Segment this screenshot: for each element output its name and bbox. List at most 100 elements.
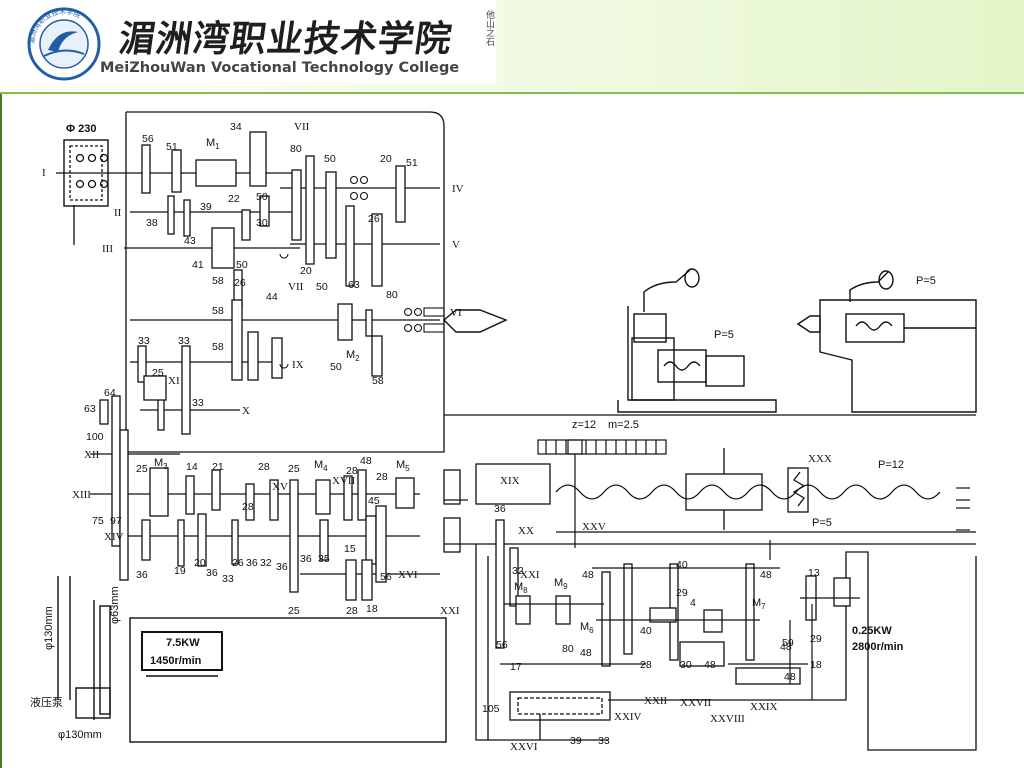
gear-33c bbox=[181, 345, 191, 435]
label-shaft-IV: IV bbox=[452, 183, 464, 195]
clutch-m5-body bbox=[395, 477, 415, 509]
gear-number: 30 bbox=[256, 217, 268, 229]
label-fast-motor-power: 0.25KW bbox=[852, 625, 892, 637]
gear-38 bbox=[167, 195, 175, 235]
gear-number: 28 bbox=[640, 659, 652, 671]
gear-20c bbox=[197, 513, 207, 567]
gear-number: 25 bbox=[288, 463, 300, 475]
clutch-m3-body bbox=[149, 467, 169, 517]
gear-number: 51 bbox=[166, 141, 178, 153]
label-shaft-XVI: XVI bbox=[398, 569, 418, 581]
gear-number: 48 bbox=[784, 671, 796, 683]
gear-28e bbox=[345, 559, 357, 601]
gear-number: 105 bbox=[482, 703, 500, 715]
gear-number: 25 bbox=[136, 463, 148, 475]
gear-number: 48 bbox=[580, 647, 592, 659]
gear-35 bbox=[319, 519, 329, 561]
gear-80 bbox=[291, 169, 302, 241]
gear-number: 56 bbox=[496, 639, 508, 651]
label-shaft-XV: XV bbox=[272, 481, 288, 493]
gear-number: 80 bbox=[290, 143, 302, 155]
headstock-gears bbox=[99, 131, 406, 547]
gear-number: 39 bbox=[200, 201, 212, 213]
label-clutch-m6: M6 bbox=[580, 621, 594, 635]
gear-number: 20 bbox=[194, 557, 206, 569]
label-hydraulic-pump: 液压泵 bbox=[30, 695, 63, 709]
gear-33a bbox=[137, 345, 147, 383]
gear-18 bbox=[361, 559, 373, 601]
label-shaft-XXVIII: XXVIII bbox=[710, 713, 745, 725]
gear-number: 63 bbox=[84, 403, 96, 415]
label-clutch-m3: M3 bbox=[154, 457, 168, 471]
label-clutch-m9: M9 bbox=[554, 577, 568, 591]
gear-number: 32 bbox=[260, 557, 272, 569]
gear-number: 36 bbox=[300, 553, 312, 565]
gear-56 bbox=[141, 144, 151, 194]
feed-box bbox=[444, 414, 976, 545]
label-shaft-XIII: XIII bbox=[72, 489, 91, 501]
gear-number: 26 bbox=[234, 277, 246, 289]
label-shaft-XXIV: XXIV bbox=[614, 711, 642, 723]
gear-number: 33 bbox=[192, 397, 204, 409]
apron-shafts bbox=[500, 540, 860, 700]
gear-56b bbox=[375, 505, 387, 583]
label-main-motor-speed: 1450r/min bbox=[150, 655, 202, 667]
gear-50 bbox=[325, 171, 337, 259]
gear-58d bbox=[365, 309, 373, 337]
tool-post-left bbox=[617, 268, 777, 413]
gear-number: 100 bbox=[86, 431, 104, 443]
label-clutch-m1: M1 bbox=[206, 137, 220, 151]
gear-number: 25 bbox=[152, 367, 164, 379]
gear-30 bbox=[259, 195, 270, 227]
gear-number: 40 bbox=[640, 625, 652, 637]
label-pulley-diameter: Φ 230 bbox=[66, 123, 96, 135]
tool-post-right bbox=[796, 270, 977, 413]
header-banner: 湄洲湾职业技术学院 湄洲湾职业技术学院 MeiZhouWan Vocationa… bbox=[0, 0, 1024, 94]
gear-36a bbox=[141, 519, 151, 561]
gear-number: 35 bbox=[318, 553, 330, 565]
gear-43 bbox=[183, 199, 191, 237]
label-rack-module: m=2.5 bbox=[608, 419, 639, 431]
gear-51 bbox=[171, 149, 182, 193]
gear-number: 40 bbox=[676, 559, 688, 571]
gear-number: 50 bbox=[236, 259, 248, 271]
gear-number: 33 bbox=[222, 573, 234, 585]
label-clutch-m8: M8 bbox=[514, 581, 528, 595]
gear-number: 32 bbox=[512, 565, 524, 577]
label-shaft-X: X bbox=[242, 405, 250, 417]
label-shaft-XXVI: XXVI bbox=[510, 741, 538, 753]
gear-number: 20 bbox=[300, 265, 312, 277]
gear-58a bbox=[231, 299, 243, 381]
gear-number: 30 bbox=[680, 659, 692, 671]
gear-number: 75 bbox=[92, 515, 104, 527]
gear-80b bbox=[371, 213, 383, 287]
label-dia-130-top: φ130mm bbox=[43, 606, 55, 650]
label-clutch-m5: M5 bbox=[396, 459, 410, 473]
gear-number: 13 bbox=[808, 567, 820, 579]
vertical-note: 他山之石 bbox=[484, 10, 494, 46]
gear-number: 34 bbox=[230, 121, 242, 133]
label-shaft-XXI-b: XXI bbox=[520, 569, 540, 581]
college-name-chinese: 湄洲湾职业技术学院 bbox=[116, 18, 456, 60]
label-clutch-m2: M2 bbox=[346, 349, 360, 363]
gear-58e bbox=[371, 335, 383, 377]
label-shaft-XXV: XXV bbox=[582, 521, 606, 533]
label-shaft-XXVII: XXVII bbox=[680, 697, 711, 709]
gear-number: 14 bbox=[186, 461, 198, 473]
gear-number: 63 bbox=[348, 279, 360, 291]
gear-number: 50 bbox=[324, 153, 336, 165]
label-shaft-XII: XII bbox=[84, 449, 100, 461]
gear-number: 48 bbox=[704, 659, 716, 671]
gear-number: 4 bbox=[690, 597, 696, 609]
gear-28c bbox=[343, 475, 353, 521]
gear-number: 64 bbox=[104, 387, 116, 399]
feed-rods bbox=[556, 487, 976, 533]
label-shaft-I: I bbox=[42, 167, 46, 179]
gear-19 bbox=[177, 519, 185, 567]
gear-number: 18 bbox=[810, 659, 822, 671]
gear-number: 80 bbox=[562, 643, 574, 655]
gear-number: 36 bbox=[494, 503, 506, 515]
apron-box bbox=[475, 544, 977, 751]
label-shaft-VI: VI bbox=[450, 307, 462, 319]
label-shaft-VII-top: VII bbox=[294, 121, 310, 133]
